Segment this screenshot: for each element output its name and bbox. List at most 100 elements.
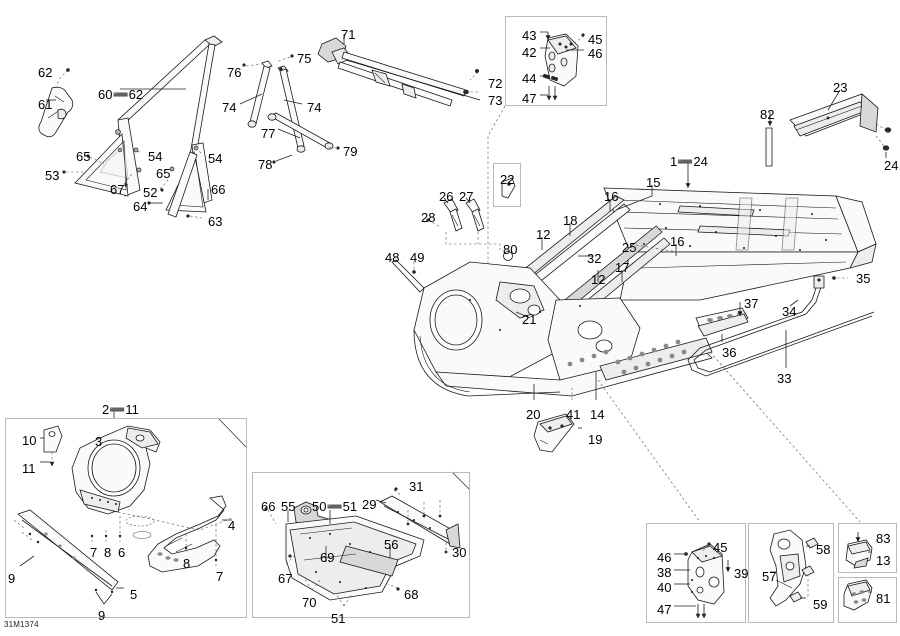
callout-72: 72 [488,76,503,91]
part-23-rail [789,93,879,137]
callout-83: 83 [876,531,891,546]
callout-42: 42 [522,45,537,60]
callout-44: 44 [522,71,537,86]
panel-front-module [5,418,247,618]
callout-51: 51 [331,611,346,626]
callout-70: 70 [302,595,317,610]
callout-9: 9 [98,608,106,623]
callout-75: 75 [297,51,312,66]
callout-12: 12 [536,227,551,242]
callout-59: 59 [813,597,828,612]
callout-66: 66 [211,182,226,197]
panel-motor-mount [646,523,746,623]
callout-12: 12 [591,272,606,287]
callout-20: 20 [526,407,541,422]
callout-52: 52 [143,185,158,200]
callout-67: 67 [110,182,125,197]
callout-10: 10 [22,433,37,448]
drawing-code: 31M1374 [4,620,39,629]
callout-73: 73 [488,93,503,108]
callout-41: 41 [566,407,581,422]
callout-76: 76 [227,65,242,80]
callout-3: 3 [95,434,103,449]
callout-53: 53 [45,168,60,183]
callout-8: 8 [104,545,112,560]
callout-6: 6 [118,545,126,560]
panel-skid-81 [838,577,897,623]
callout-23: 23 [833,80,848,95]
callout-80: 80 [503,242,518,257]
callout-30: 30 [452,545,467,560]
panel-bumper-13 [838,523,897,573]
callout-47: 47 [657,602,672,617]
part-36-step [695,307,749,337]
callout-58: 58 [816,542,831,557]
callout-18: 18 [563,213,578,228]
callout-45: 45 [588,32,603,47]
callout-5: 5 [130,587,138,602]
callout-66: 66 [261,499,276,514]
callout-2-11: 2➖11 [102,402,139,417]
callout-61: 61 [38,97,53,112]
part-main-tunnel [413,187,877,397]
callout-78: 78 [258,157,273,172]
callout-22: 22 [500,172,515,187]
callout-29: 29 [362,497,377,512]
callout-25: 25 [622,240,637,255]
callout-28: 28 [421,210,436,225]
callout-67: 67 [278,571,293,586]
callout-39: 39 [734,566,749,581]
callout-17: 17 [615,260,630,275]
callout-26: 26 [439,189,454,204]
callout-32: 32 [587,251,602,266]
callout-65: 65 [156,166,171,181]
callout-45: 45 [713,540,728,555]
part-33-grab-bar [687,275,875,377]
callout-81: 81 [876,591,891,606]
callout-7: 7 [216,569,224,584]
callout-47: 47 [522,91,537,106]
callout-71: 71 [341,27,356,42]
callout-40: 40 [657,580,672,595]
callout-79: 79 [343,144,358,159]
callout-46: 46 [657,550,672,565]
callout-31: 31 [409,479,424,494]
callout-60-62: 60➖62 [98,87,144,102]
callout-74: 74 [307,100,322,115]
callout-7: 7 [90,545,98,560]
callout-77: 77 [261,126,276,141]
callout-55: 55 [281,499,296,514]
callout-74: 74 [222,100,237,115]
callout-24: 24 [884,158,899,173]
callout-15: 15 [646,175,661,190]
callout-1-24: 1➖24 [670,154,708,169]
callout-34: 34 [782,304,797,319]
part-48-49-rod [391,259,469,297]
callout-21: 21 [522,312,537,327]
callout-46: 46 [588,46,603,61]
callout-56: 56 [384,537,399,552]
part-steering-column [317,37,481,107]
callout-69: 69 [320,550,335,565]
callout-35: 35 [856,271,871,286]
panel-clip-22 [493,163,521,207]
panel-tunnel-bracket [505,16,607,106]
callout-33: 33 [777,371,792,386]
callout-62: 62 [38,65,53,80]
callout-4: 4 [228,518,236,533]
callout-68: 68 [404,587,419,602]
callout-82: 82 [760,107,775,122]
callout-11: 11 [22,461,36,476]
callout-16: 16 [604,189,619,204]
callout-57: 57 [762,569,777,584]
callout-65: 65 [76,149,91,164]
callout-8: 8 [183,556,191,571]
panel-running-board [252,472,470,618]
callout-9: 9 [8,571,16,586]
callout-54: 54 [208,151,223,166]
callout-19: 19 [588,432,603,447]
panel-support-57 [748,523,834,623]
callout-43: 43 [522,28,537,43]
callout-50-51: 50➖51 [312,499,358,514]
